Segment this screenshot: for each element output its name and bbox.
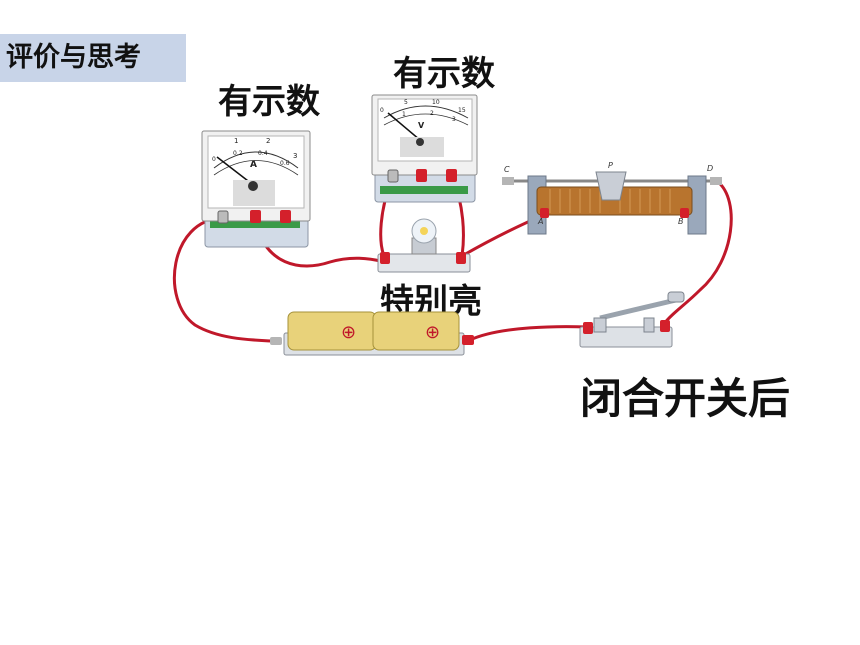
voltmeter-pivot [416,138,424,146]
after-switch-label: 闭合开关后 [580,374,791,423]
voltmeter-terminals [387,169,457,183]
wire-rheostat-to-switch [662,180,733,326]
ammeter-pivot [248,181,258,191]
knife-switch [579,291,685,348]
voltmeter-scale-top-1: 5 [404,99,408,106]
battery-terminal-left [270,337,282,345]
bulb-terminal-right [456,252,466,264]
ammeter-scale-top-2: 2 [266,137,270,145]
terminal-b-label: B [678,217,684,226]
ammeter: 0 1 2 3 0.2 0.4 0.6 A [201,130,311,248]
terminal-c-label: C [504,165,510,174]
ammeter-unit-label: A [250,160,257,170]
rheostat-slider [595,171,627,201]
page-title: 评价与思考 [0,34,186,82]
voltmeter-scale-bottom-1: 1 [402,111,406,118]
wire-battery-to-switch [468,325,590,342]
bulb [377,218,471,273]
voltmeter-needle [387,112,421,141]
rheostat: C D A B P [502,161,722,235]
ammeter-scale-bottom-2: 0.4 [258,150,268,157]
voltmeter-scale-top-2: 10 [432,99,440,106]
battery-terminal-right [462,335,474,345]
ammeter-scale-bottom-3: 0.6 [280,160,290,167]
switch-terminal-left [583,322,593,334]
ammeter-scale-bottom-1: 0.2 [233,150,243,157]
terminal-d-label: D [707,164,713,173]
battery-plus-icon-1: ⊕ [341,322,356,343]
bulb-terminal-left [380,252,390,264]
voltmeter-zero-label: 0 [380,107,384,114]
voltmeter-scale-top-3: 15 [458,107,466,114]
ammeter-zero-label: 0 [212,156,216,163]
voltmeter-scale-bottom-2: 2 [430,110,434,117]
voltmeter-reading-label: 有示数 [393,54,495,94]
ammeter-reading-label: 有示数 [218,82,320,122]
ammeter-scale-top-3: 3 [293,152,297,160]
ammeter-terminals [217,210,291,224]
ammeter-needle [216,156,253,185]
wire-ammeter-to-battery [173,216,274,343]
voltmeter-scale-bottom-3: 3 [452,116,456,123]
voltmeter: 0 5 10 15 1 2 3 V [371,94,478,203]
battery-plus-icon-2: ⊕ [425,322,440,343]
switch-blade [599,297,677,321]
terminal-p-label: P [608,161,613,170]
ammeter-scale-top-1: 1 [234,137,238,145]
battery-pack: ⊕ ⊕ [270,311,474,356]
voltmeter-unit-label: V [418,121,425,130]
switch-terminal-right [660,320,670,332]
terminal-a-label: A [537,217,543,226]
